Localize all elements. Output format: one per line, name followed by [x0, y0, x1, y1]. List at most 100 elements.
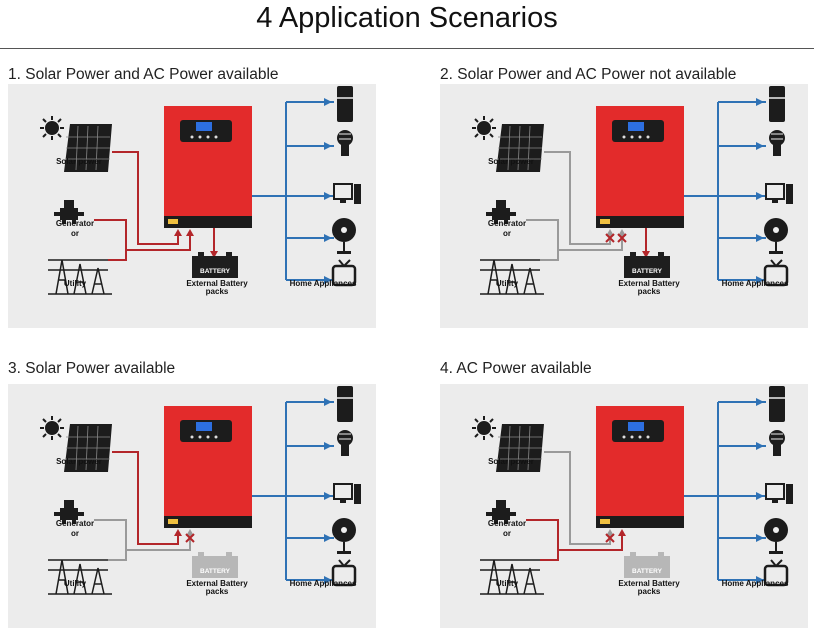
- fan-icon: [764, 518, 788, 554]
- utility-tower-icon: [48, 259, 112, 295]
- solar-power-label: Solar power: [488, 457, 534, 466]
- battery-packs-label-2: packs: [205, 287, 229, 296]
- battery-label: BATTERY: [632, 568, 663, 575]
- computer-icon: [765, 483, 793, 504]
- scenario-3-title: 3. Solar Power available: [8, 360, 176, 377]
- generator-label: Generator: [487, 219, 527, 228]
- utility-label: Utility: [63, 579, 87, 588]
- battery-label: BATTERY: [632, 268, 663, 275]
- solar-panel-icon: [64, 424, 112, 472]
- solar-panel-icon: [496, 124, 544, 172]
- utility-label: Utility: [495, 279, 519, 288]
- disconnected-x-icon: [605, 533, 615, 543]
- scenario-1-diagram: BATTERY Solar power Generator or Utility…: [8, 84, 376, 328]
- or-label: or: [503, 529, 511, 538]
- ac-line: [94, 519, 191, 561]
- sun-icon: [40, 416, 64, 440]
- fridge-icon: [769, 386, 785, 422]
- solar-power-label: Solar power: [56, 157, 102, 166]
- title-divider: [0, 48, 814, 49]
- battery-label: BATTERY: [200, 268, 231, 275]
- battery-icon: BATTERY: [624, 252, 670, 278]
- utility-tower-icon: [480, 559, 544, 595]
- solar-power-label: Solar power: [488, 157, 534, 166]
- inverter-output-line: [684, 98, 766, 284]
- fan-icon: [764, 218, 788, 254]
- computer-icon: [333, 483, 361, 504]
- battery-packs-label: External Battery: [618, 279, 680, 288]
- inverter-output-line: [252, 398, 334, 584]
- battery-line: [642, 228, 650, 258]
- inverter: [164, 406, 252, 528]
- sun-icon: [40, 116, 64, 140]
- battery-icon: BATTERY: [624, 552, 670, 578]
- solar-line: [544, 151, 611, 245]
- scenario-4-diagram: BATTERY Solar power Generator or Utility…: [440, 384, 808, 628]
- or-label: or: [71, 529, 79, 538]
- battery-packs-label: External Battery: [186, 279, 248, 288]
- inverter-output-line: [252, 98, 334, 284]
- battery-icon: BATTERY: [192, 252, 238, 278]
- home-appliances-label: Home Appliances: [289, 579, 357, 588]
- disconnected-x-icon: [617, 233, 627, 243]
- disconnected-x-icon: [605, 233, 615, 243]
- utility-tower-icon: [480, 259, 544, 295]
- generator-icon: [486, 500, 516, 524]
- solar-line: [112, 151, 179, 245]
- scenario-2-title: 2. Solar Power and AC Power not availabl…: [440, 66, 737, 83]
- tv-icon: [331, 559, 357, 587]
- bulb-icon: [769, 430, 785, 456]
- scenario-2-diagram: BATTERY Solar power Generator or Utility…: [440, 84, 808, 328]
- solar-panel-icon: [496, 424, 544, 472]
- home-appliances-label: Home Appliances: [721, 279, 789, 288]
- computer-icon: [765, 183, 793, 204]
- inverter: [596, 106, 684, 228]
- fan-icon: [332, 218, 356, 254]
- inverter: [164, 106, 252, 228]
- utility-label: Utility: [495, 579, 519, 588]
- fan-icon: [332, 518, 356, 554]
- generator-label: Generator: [55, 519, 95, 528]
- battery-label: BATTERY: [200, 568, 231, 575]
- tv-icon: [763, 259, 789, 287]
- tv-icon: [331, 259, 357, 287]
- scenario-1-title: 1. Solar Power and AC Power available: [8, 66, 279, 83]
- ac-line: [526, 519, 623, 561]
- utility-label: Utility: [63, 279, 87, 288]
- bulb-icon: [769, 130, 785, 156]
- home-appliances-label: Home Appliances: [289, 279, 357, 288]
- ac-line: [526, 219, 623, 261]
- page-title: 4 Application Scenarios: [256, 2, 558, 34]
- bulb-icon: [337, 430, 353, 456]
- or-label: or: [71, 229, 79, 238]
- generator-icon: [486, 200, 516, 224]
- ac-line: [94, 219, 191, 261]
- inverter: [596, 406, 684, 528]
- generator-label: Generator: [55, 219, 95, 228]
- battery-packs-label-2: packs: [205, 587, 229, 596]
- battery-packs-label-2: packs: [637, 587, 661, 596]
- battery-packs-label-2: packs: [637, 287, 661, 296]
- battery-packs-label: External Battery: [618, 579, 680, 588]
- fridge-icon: [337, 86, 353, 122]
- solar-power-label: Solar power: [56, 457, 102, 466]
- sun-icon: [472, 416, 496, 440]
- tv-icon: [763, 559, 789, 587]
- scenario-3-diagram: BATTERY Solar power Generator or Utility…: [8, 384, 376, 628]
- solar-line: [544, 451, 611, 545]
- generator-label: Generator: [487, 519, 527, 528]
- fridge-icon: [337, 386, 353, 422]
- utility-tower-icon: [48, 559, 112, 595]
- scenario-4-title: 4. AC Power available: [440, 360, 592, 377]
- sun-icon: [472, 116, 496, 140]
- battery-packs-label: External Battery: [186, 579, 248, 588]
- disconnected-x-icon: [185, 533, 195, 543]
- battery-icon: BATTERY: [192, 552, 238, 578]
- computer-icon: [333, 183, 361, 204]
- fridge-icon: [769, 86, 785, 122]
- inverter-output-line: [684, 398, 766, 584]
- battery-line: [210, 228, 218, 258]
- generator-icon: [54, 500, 84, 524]
- home-appliances-label: Home Appliances: [721, 579, 789, 588]
- or-label: or: [503, 229, 511, 238]
